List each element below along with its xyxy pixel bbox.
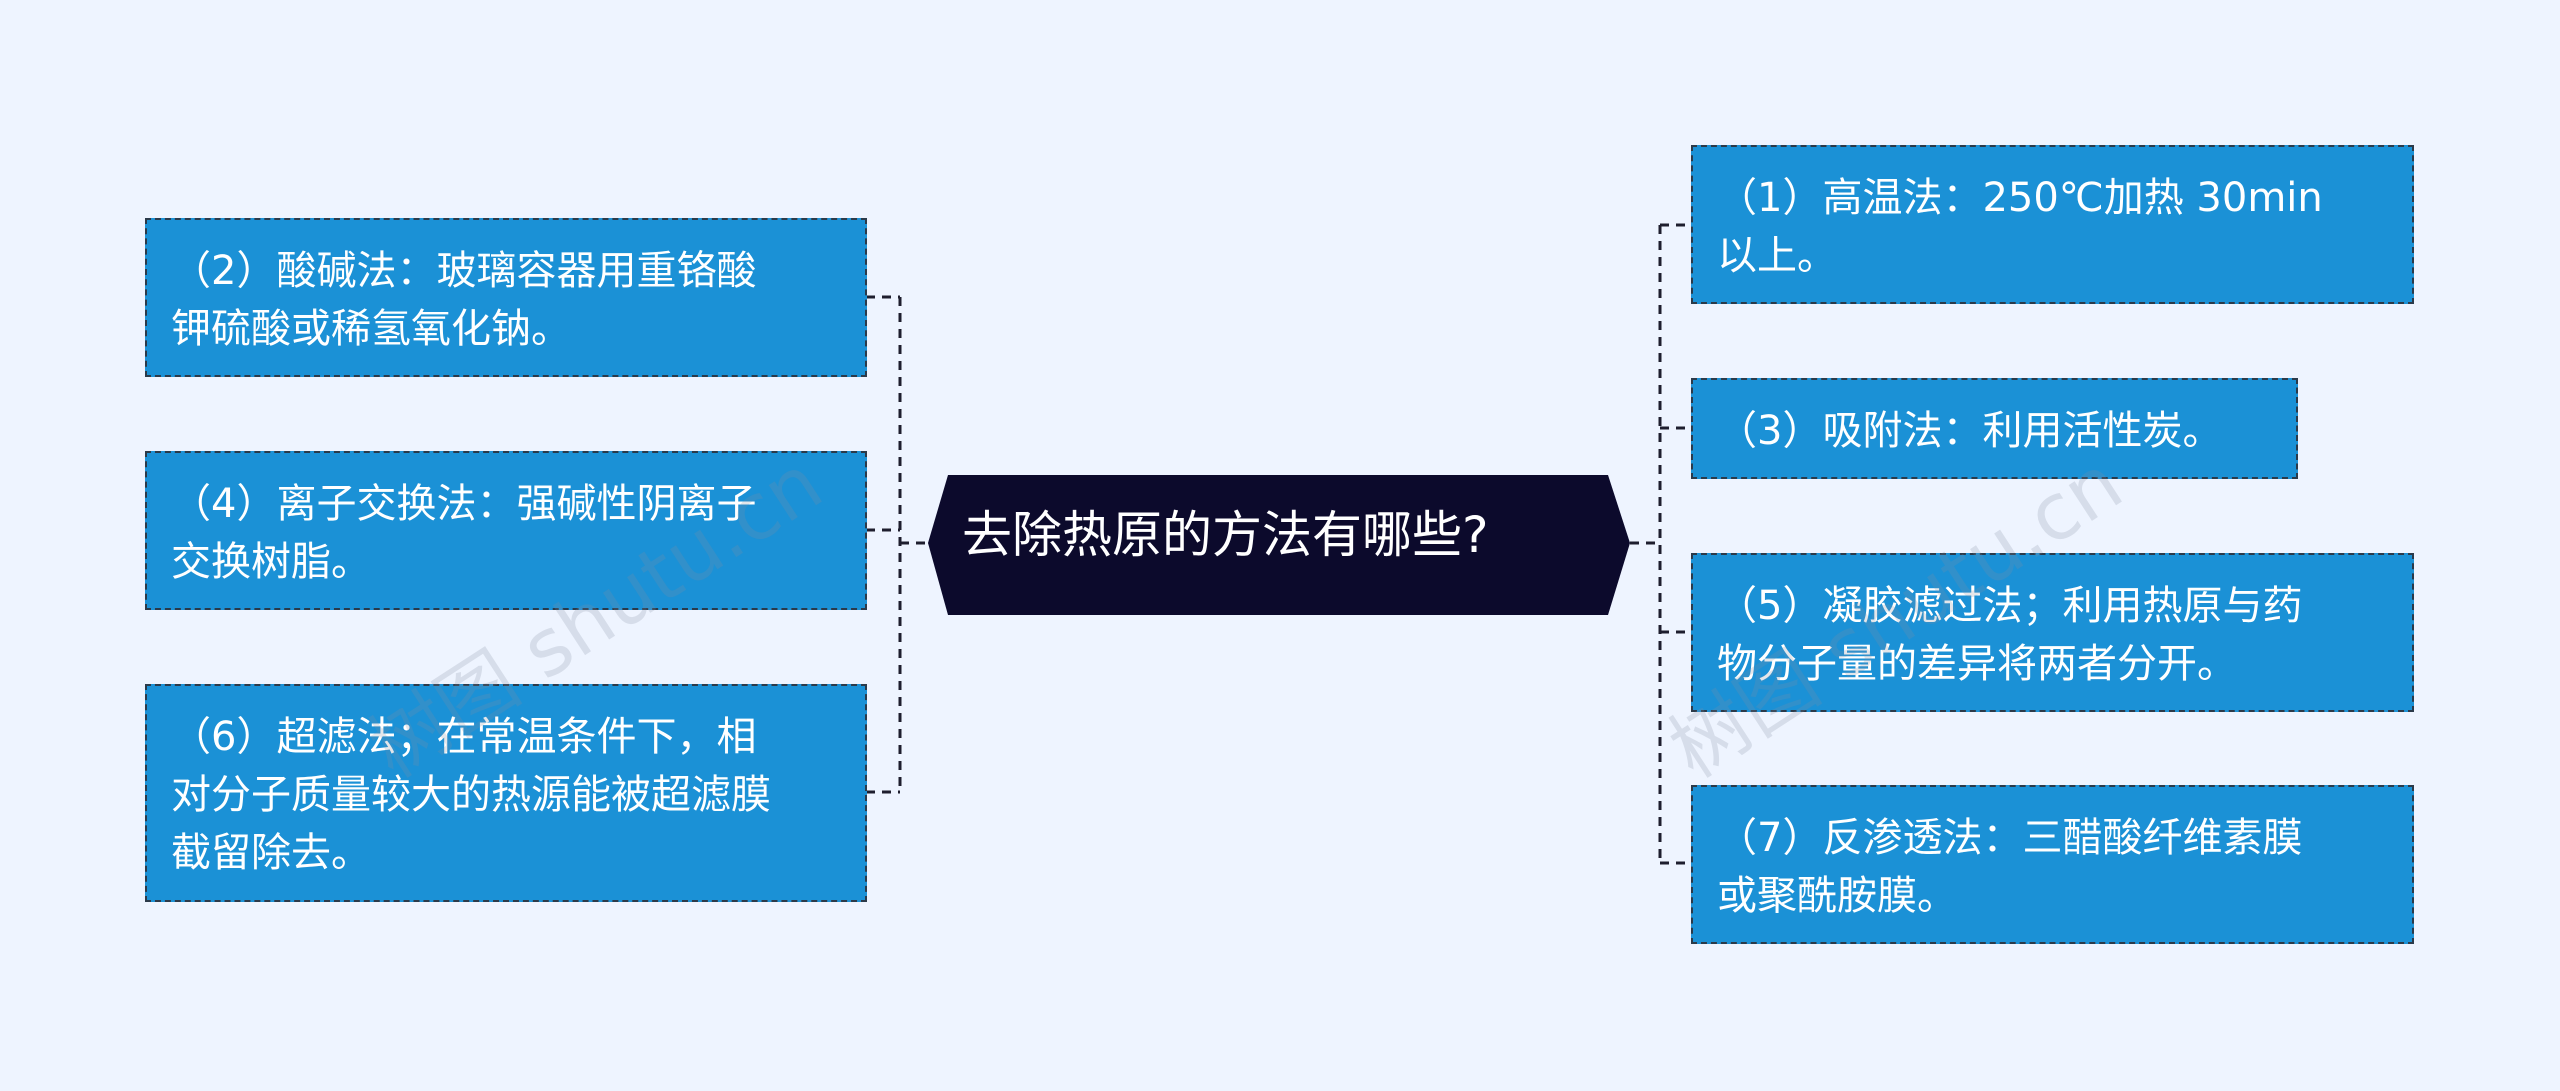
- left-node-acid-base: （2）酸碱法：玻璃容器用重铬酸 钾硫酸或稀氢氧化钠。: [145, 218, 867, 377]
- center-node-shape: [928, 475, 1630, 615]
- left-node-ion-exchange: （4）离子交换法：强碱性阴离子 交换树脂。: [145, 451, 867, 610]
- right-connectors: [1630, 223, 1692, 865]
- right-node-adsorption: （3）吸附法：利用活性炭。: [1691, 378, 2298, 479]
- left-connectors: [866, 295, 930, 794]
- center-node-label: 去除热原的方法有哪些?: [962, 506, 1489, 564]
- right-node-reverse-osmosis: （7）反渗透法：三醋酸纤维素膜 或聚酰胺膜。: [1691, 785, 2414, 944]
- right-node-gel-filtration: （5）凝胶滤过法；利用热原与药 物分子量的差异将两者分开。: [1691, 553, 2414, 712]
- right-node-high-temperature: （1）高温法：250℃加热 30min 以上。: [1691, 145, 2414, 304]
- left-node-ultrafiltration: （6）超滤法；在常温条件下，相 对分子质量较大的热源能被超滤膜 截留除去。: [145, 684, 867, 902]
